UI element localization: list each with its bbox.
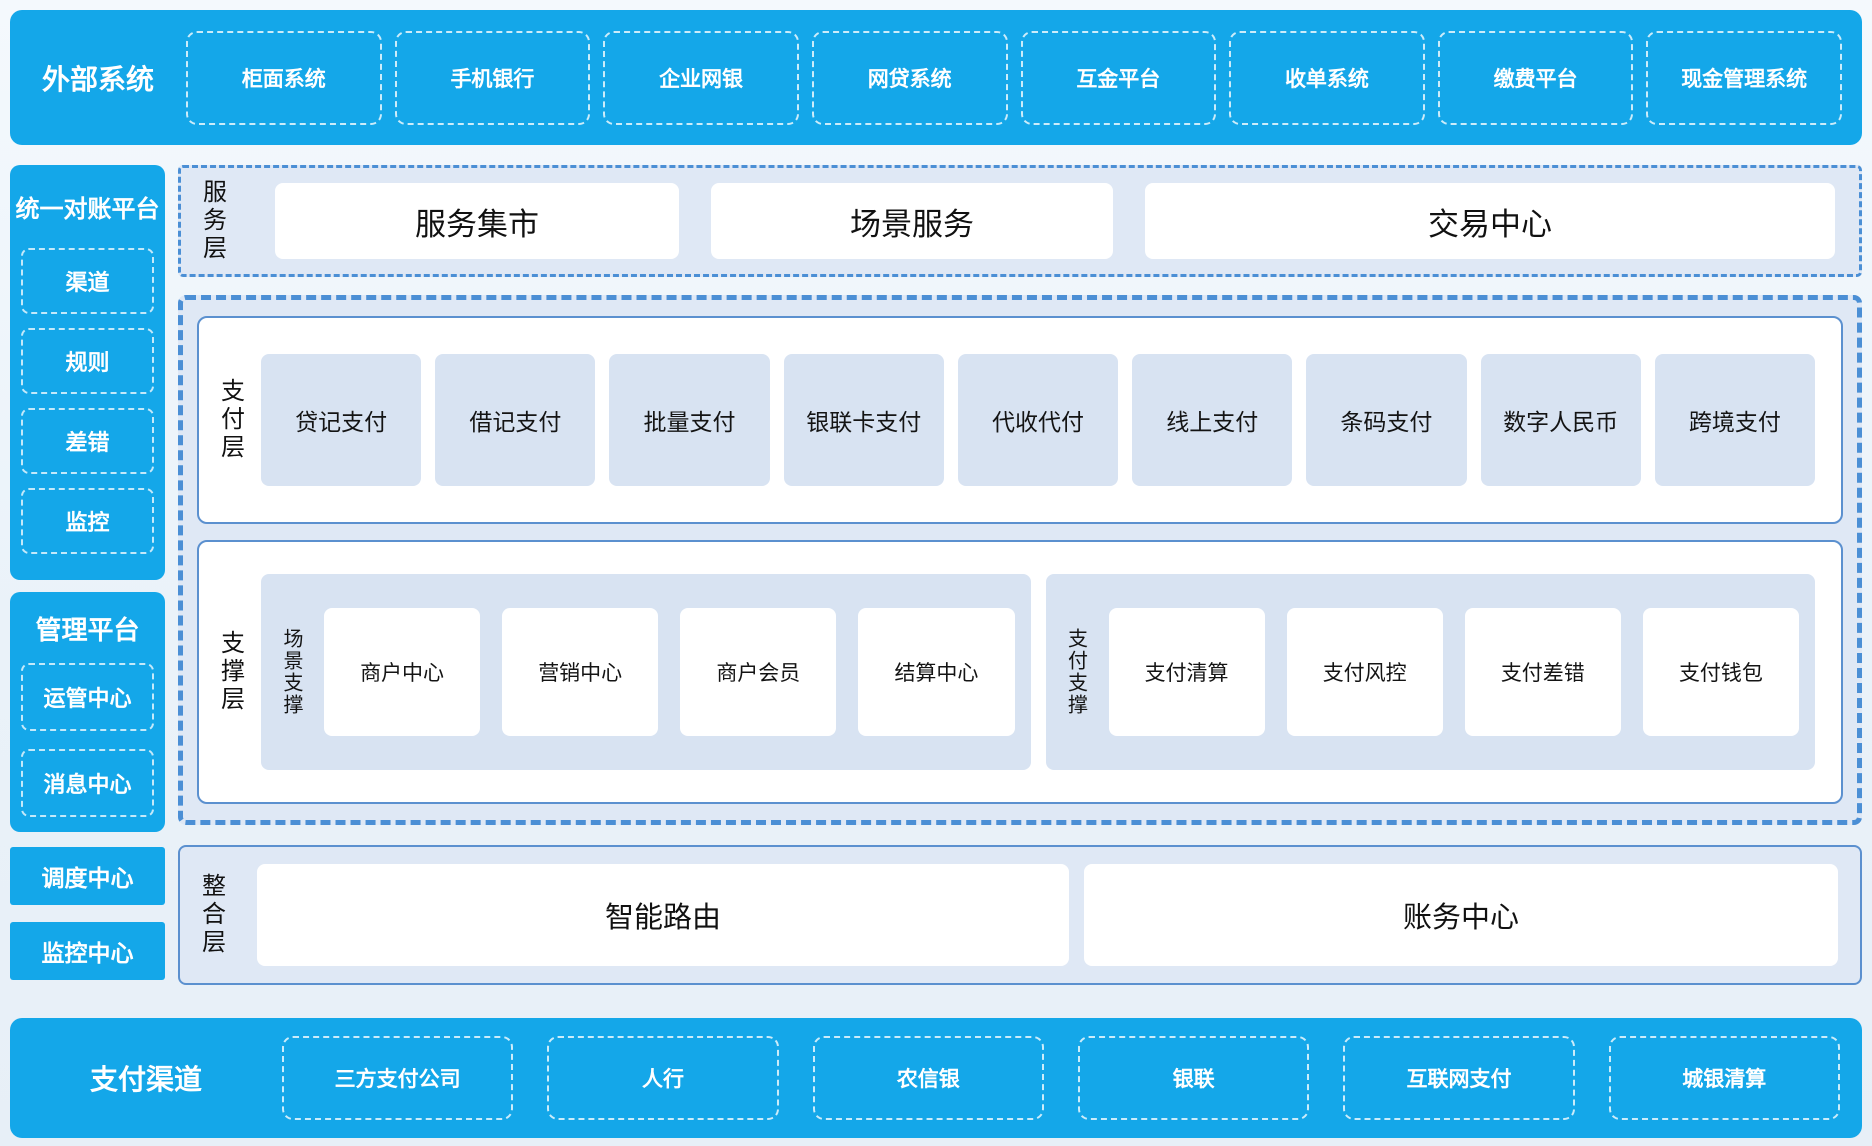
payment-channels-items: 三方支付公司 人行 农信银 银联 互联网支付 城银清算 [282, 1036, 1862, 1120]
payment-layer-label: 支付层 [216, 378, 244, 462]
payment-channels-bar: 支付渠道 三方支付公司 人行 农信银 银联 互联网支付 城银清算 [10, 1018, 1862, 1138]
reconciliation-platform-panel: 统一对账平台 渠道 规则 差错 监控 [10, 165, 165, 580]
reconciliation-item: 规则 [21, 328, 154, 394]
payment-item: 线上支付 [1132, 354, 1293, 486]
service-layer-label: 服务层 [198, 179, 226, 263]
reconciliation-item: 监控 [21, 488, 154, 554]
support-item: 商户会员 [680, 608, 837, 736]
monitor-center-box: 监控中心 [10, 922, 165, 980]
management-platform-title: 管理平台 [35, 615, 140, 645]
payment-channel-box: 银联 [1077, 1036, 1310, 1120]
service-layer: 服务层 服务集市 场景服务 交易中心 [178, 165, 1862, 277]
external-system-box: 手机银行 [394, 30, 591, 125]
scene-support-label: 场景支撑 [280, 628, 302, 716]
dispatch-center-box: 调度中心 [10, 847, 165, 905]
external-systems-bar: 外部系统 柜面系统 手机银行 企业网银 网贷系统 互金平台 收单系统 缴费平台 … [10, 10, 1862, 145]
payment-item: 跨境支付 [1654, 354, 1815, 486]
external-system-box: 缴费平台 [1437, 30, 1634, 125]
support-layer: 支撑层 场景支撑 商户中心 营销中心 商户会员 结算中心 支付支撑 支付清算 [197, 540, 1843, 804]
support-item: 支付差错 [1464, 608, 1621, 736]
payment-channels-label: 支付渠道 [89, 1064, 202, 1095]
scene-support-group: 场景支撑 商户中心 营销中心 商户会员 结算中心 [261, 574, 1031, 770]
payment-item: 条码支付 [1306, 354, 1467, 486]
payment-channel-box: 互联网支付 [1343, 1036, 1575, 1120]
payment-support-label: 支付支撑 [1064, 628, 1087, 716]
external-systems-label: 外部系统 [41, 63, 154, 95]
service-layer-item: 场景服务 [711, 183, 1113, 259]
payment-item: 代收代付 [957, 354, 1119, 486]
external-systems-items: 柜面系统 手机银行 企业网银 网贷系统 互金平台 收单系统 缴费平台 现金管理系… [186, 30, 1862, 125]
support-layer-label: 支撑层 [216, 630, 244, 714]
core-layers-container: 支付层 贷记支付 借记支付 批量支付 银联卡支付 代收代付 线上支付 条码支付 … [178, 295, 1862, 825]
integration-item: 账务中心 [1084, 864, 1838, 966]
management-item: 运管中心 [21, 663, 154, 731]
support-item: 商户中心 [324, 608, 481, 736]
external-system-box: 互金平台 [1020, 30, 1217, 125]
payment-support-items: 支付清算 支付风控 支付差错 支付钱包 [1108, 608, 1799, 736]
payment-layer-items: 贷记支付 借记支付 批量支付 银联卡支付 代收代付 线上支付 条码支付 数字人民… [261, 318, 1841, 522]
support-item: 结算中心 [858, 608, 1015, 736]
payment-item: 贷记支付 [261, 354, 422, 486]
support-item: 支付钱包 [1642, 608, 1799, 736]
payment-channel-box: 农信银 [812, 1036, 1044, 1120]
payment-layer: 支付层 贷记支付 借记支付 批量支付 银联卡支付 代收代付 线上支付 条码支付 … [197, 316, 1843, 524]
external-system-box: 网贷系统 [811, 30, 1008, 125]
payment-item: 银联卡支付 [783, 354, 944, 486]
reconciliation-item: 差错 [21, 408, 154, 474]
integration-layer: 整合层 智能路由 账务中心 [178, 845, 1862, 985]
support-item: 支付清算 [1108, 608, 1265, 736]
external-system-box: 现金管理系统 [1646, 30, 1842, 125]
integration-layer-label: 整合层 [197, 873, 225, 957]
support-layer-groups: 场景支撑 商户中心 营销中心 商户会员 结算中心 支付支撑 支付清算 支付风控 … [261, 542, 1841, 802]
management-items: 运管中心 消息中心 [10, 663, 165, 832]
service-layer-item: 服务集市 [275, 183, 679, 259]
payment-item: 借记支付 [435, 354, 596, 486]
reconciliation-item: 渠道 [21, 248, 154, 314]
payment-channel-box: 人行 [547, 1036, 779, 1120]
reconciliation-items: 渠道 规则 差错 监控 [10, 248, 165, 580]
payment-item: 数字人民币 [1480, 354, 1641, 486]
payment-channel-box: 城银清算 [1608, 1036, 1840, 1120]
service-layer-label-col: 服务层 [181, 179, 243, 263]
payment-item: 批量支付 [609, 354, 770, 486]
payment-channel-box: 三方支付公司 [282, 1036, 514, 1120]
payment-layer-label-col: 支付层 [199, 318, 261, 522]
support-item: 支付风控 [1286, 608, 1443, 736]
reconciliation-platform-title: 统一对账平台 [15, 196, 160, 223]
management-platform-panel: 管理平台 运管中心 消息中心 [10, 592, 165, 832]
support-layer-label-col: 支撑层 [199, 542, 261, 802]
service-layer-item: 交易中心 [1145, 183, 1835, 259]
integration-layer-label-col: 整合层 [180, 873, 242, 957]
management-item: 消息中心 [21, 749, 154, 817]
support-item: 营销中心 [502, 608, 659, 736]
external-system-box: 柜面系统 [186, 30, 382, 125]
integration-item: 智能路由 [257, 864, 1069, 966]
external-system-box: 企业网银 [603, 30, 799, 125]
external-system-box: 收单系统 [1229, 30, 1425, 125]
scene-support-items: 商户中心 营销中心 商户会员 结算中心 [324, 608, 1015, 736]
payment-support-group: 支付支撑 支付清算 支付风控 支付差错 支付钱包 [1045, 574, 1815, 770]
